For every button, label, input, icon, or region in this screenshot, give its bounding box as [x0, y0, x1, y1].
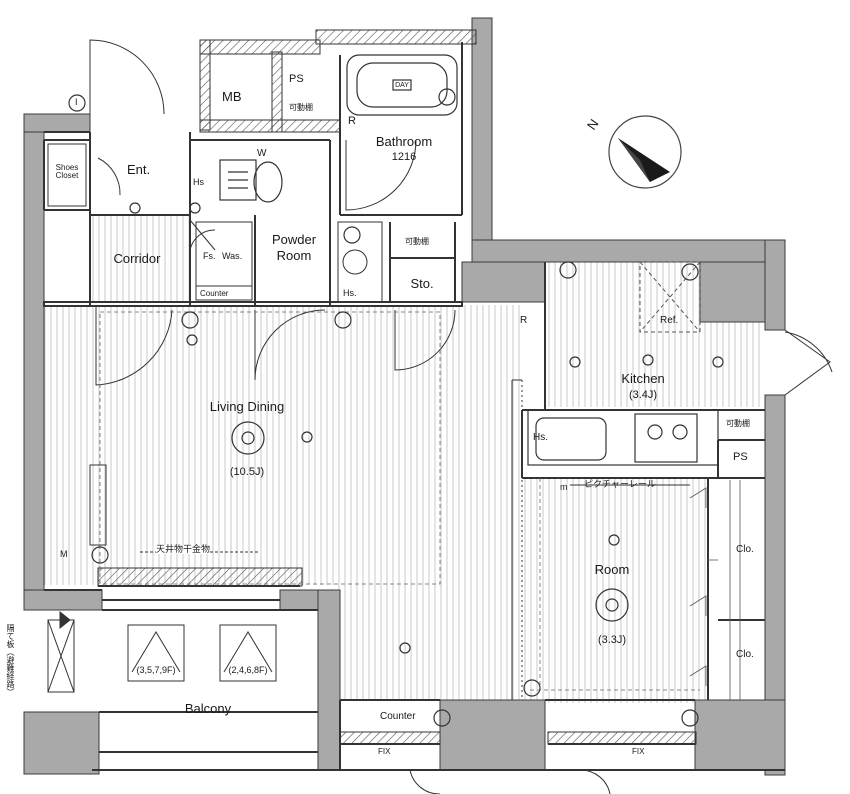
label-counter-bottom: Counter: [380, 711, 416, 722]
label-r-kitchen: R: [520, 315, 528, 326]
label-ent: Ent.: [127, 162, 151, 177]
label-ps-kitchen: PS: [733, 451, 748, 463]
label-fs: Fs.: [203, 251, 216, 261]
living-cabinet: [89, 464, 107, 546]
label-r-bath: R: [348, 115, 356, 127]
label-hs-toilet: Hs: [193, 177, 204, 187]
label-hs-kitchen: Hs.: [533, 432, 548, 443]
label-living-size: (10.5J): [229, 466, 265, 478]
label-fix-2: FIX: [632, 747, 645, 756]
label-clo-1: Clo.: [736, 544, 754, 555]
label-ps-top: PS: [289, 73, 304, 85]
label-room-size: (3.3J): [597, 634, 627, 646]
basin: [337, 221, 383, 303]
label-bath-day: DAY: [395, 82, 409, 89]
bathtub: [346, 54, 458, 116]
shoe-closet: [47, 143, 87, 207]
exterior-walls: [23, 17, 786, 776]
label-ref: Ref.: [660, 315, 679, 326]
washer-area: [195, 221, 253, 301]
label-shelf-kitchen: 可動棚: [726, 419, 750, 428]
label-bathroom-size: 1216: [391, 151, 417, 163]
partition-walls: [43, 42, 785, 771]
ceiling-lights: [68, 88, 724, 727]
label-shelf-top: 可動棚: [289, 103, 313, 112]
label-powder-room: Powder Room: [271, 232, 317, 264]
label-corridor: Corridor: [113, 251, 161, 266]
label-m-circle: M: [60, 549, 68, 559]
label-sto: Sto.: [410, 276, 434, 291]
label-i-mark: I: [75, 97, 78, 107]
label-clo-2: Clo.: [736, 649, 754, 660]
label-bathroom: Bathroom: [375, 134, 433, 149]
kitchen-counter: [527, 409, 719, 466]
label-ceiling-hanger: 天井物干金物: [156, 544, 211, 554]
floor-stripes: [44, 215, 763, 703]
label-mb: MB: [222, 89, 242, 104]
label-m-mark: m: [560, 482, 568, 492]
label-was: Was.: [222, 251, 243, 261]
label-w: W: [257, 148, 267, 159]
balcony-units: [47, 610, 277, 693]
label-living-dining: Living Dining: [209, 399, 285, 414]
label-shoes-closet: Shoes Closet: [55, 163, 79, 180]
label-unit-right: (2,4,6,8F): [228, 665, 268, 675]
label-shelf-sto: 可動棚: [405, 237, 429, 246]
fridge-space: [639, 261, 701, 333]
hatched-walls: [97, 29, 697, 745]
label-unit-left: (3,5,7,9F): [136, 665, 176, 675]
toilet: [219, 159, 283, 203]
compass-icon: [608, 115, 682, 189]
label-counter-small: Counter: [200, 289, 229, 298]
label-balcony: Balcony: [184, 701, 232, 716]
label-picture-rail: ピクチャーレール: [584, 479, 656, 489]
dashed-guides: [99, 311, 700, 691]
label-fix-1: FIX: [378, 747, 391, 756]
label-kitchen-size: (3.4J): [628, 389, 658, 401]
label-hs-basin: Hs.: [343, 288, 357, 298]
label-room: Room: [594, 562, 630, 577]
label-kitchen: Kitchen: [621, 371, 665, 386]
closets: [689, 480, 741, 700]
label-vertical-note: 隔て板（避難経路）: [6, 624, 15, 696]
